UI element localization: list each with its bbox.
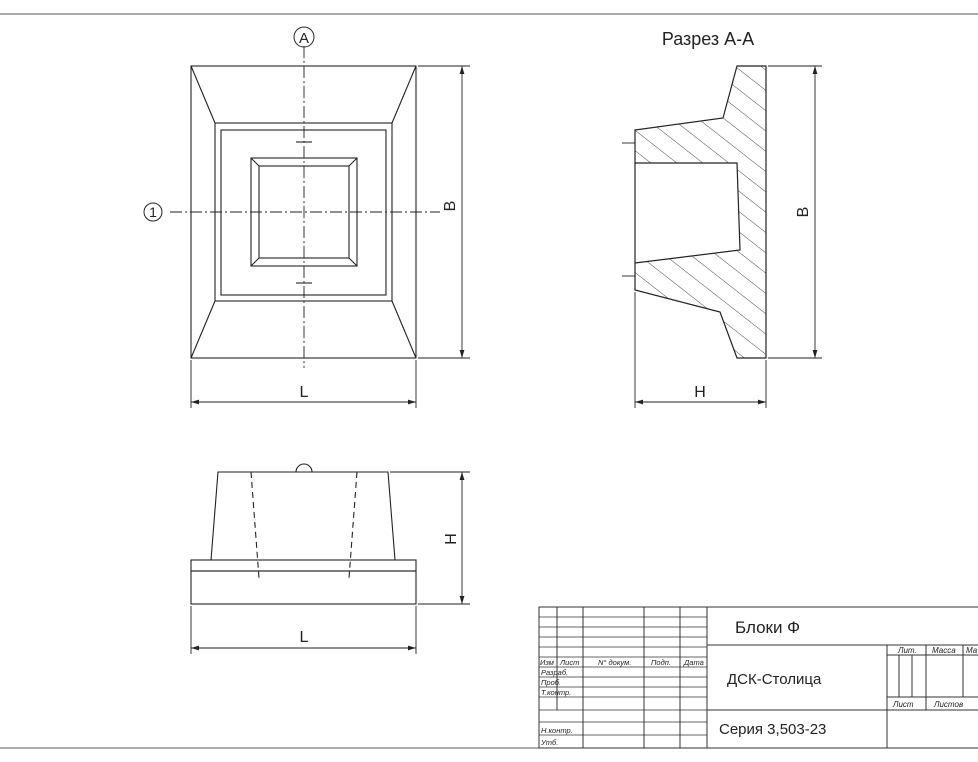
side-dim-l-label: L	[300, 629, 309, 646]
section-view	[622, 65, 767, 359]
title-block-sheet-label: Лист	[892, 700, 914, 709]
side-dimension-lines	[190, 471, 470, 654]
section-dim-h-label: H	[694, 384, 706, 401]
title-block-sheets-label: Листов	[933, 700, 963, 709]
plan-dimension-lines	[190, 65, 470, 408]
svg-text:A: A	[299, 30, 309, 47]
title-block-role-label: Утб.	[540, 738, 558, 747]
title-block-series: Серия 3,503-23	[719, 721, 826, 738]
side-dim-h-label: H	[443, 533, 460, 545]
title-block-header-scale: Ма	[966, 646, 978, 655]
plan-dim-b-label: B	[442, 201, 459, 212]
axis-marker-a: A	[293, 26, 315, 48]
title-block-column-header: Изм	[540, 658, 554, 667]
title-block-grid-rows	[539, 616, 707, 736]
title-block-title: Блоки Ф	[735, 618, 800, 637]
sheet-frame	[0, 13, 978, 749]
plan-view	[190, 65, 417, 359]
title-block-roles: Разраб.Проб.Т.контр. Н.контр. Утб.	[540, 668, 573, 747]
svg-text:1: 1	[149, 204, 157, 220]
title-block-column-header: N° докум.	[598, 658, 631, 667]
section-title: Разрез А-А	[662, 29, 754, 49]
title-block-column-header: Подп.	[651, 658, 671, 667]
axis-marker-1: 1	[143, 202, 163, 222]
title-block-column-header: Лист	[559, 658, 579, 667]
plan-dim-l-label: L	[300, 384, 309, 401]
plan-axes	[170, 46, 440, 368]
title-block-role-label: Н.контр.	[541, 726, 573, 735]
title-block-role-label: Разраб.	[541, 668, 568, 677]
title-block-role-label: Т.контр.	[541, 688, 571, 697]
side-view	[190, 463, 417, 605]
title-block-column-headers: Изм Лист N° докум. Подп. Дата	[540, 658, 704, 667]
title-block-organization: ДСК-Столица	[727, 671, 822, 688]
title-block-role-label: Проб.	[541, 678, 561, 687]
title-block-header-lit: Лит.	[897, 646, 917, 655]
section-dimension-lines	[634, 65, 822, 408]
title-block-column-header: Дата	[683, 658, 704, 667]
section-dim-b-label: B	[795, 207, 812, 218]
title-block-header-mass: Масса	[932, 646, 956, 655]
